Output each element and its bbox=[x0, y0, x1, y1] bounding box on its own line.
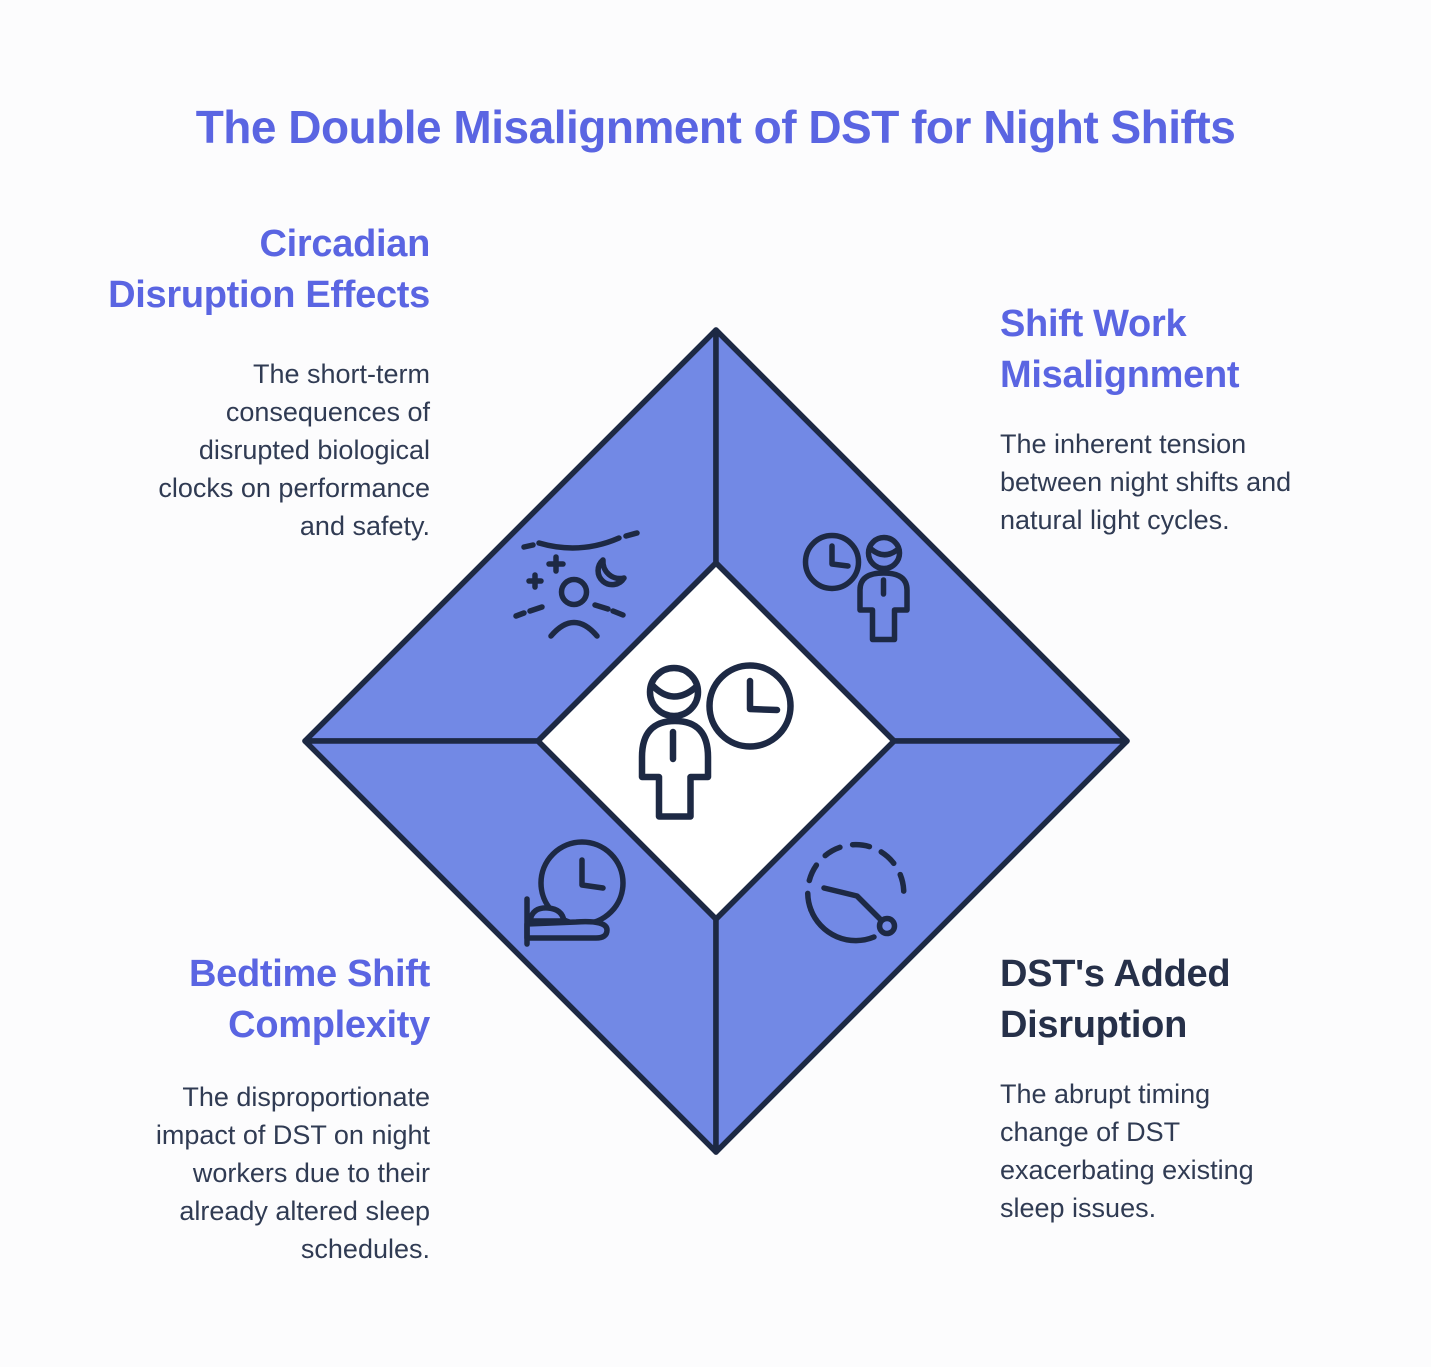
section-circadian-disruption: Circadian Disruption Effects The short-t… bbox=[30, 219, 430, 545]
section-heading: Bedtime Shift Complexity bbox=[188, 953, 430, 1046]
section-description: The short-term consequences of disrupted… bbox=[158, 359, 430, 541]
clock-and-worker-icon bbox=[802, 532, 910, 643]
section-heading: DST's Added Disruption bbox=[1000, 953, 1231, 1046]
section-bedtime-shift-complexity: Bedtime Shift Complexity The disproporti… bbox=[10, 949, 430, 1268]
worker-and-clock-icon bbox=[638, 662, 794, 820]
bed-with-clock-icon bbox=[524, 839, 626, 947]
diamond-svg bbox=[302, 327, 1130, 1155]
page-title: The Double Misalignment of DST for Night… bbox=[195, 101, 1236, 153]
section-description: The disproportionate impact of DST on ni… bbox=[155, 1082, 430, 1264]
section-shift-work-misalignment: Shift Work Misalignment The inherent ten… bbox=[1000, 299, 1400, 539]
section-dst-added-disruption: DST's Added Disruption The abrupt timing… bbox=[1000, 949, 1380, 1227]
section-heading: Circadian Disruption Effects bbox=[108, 223, 430, 316]
disrupted-clock-icon bbox=[804, 841, 907, 944]
section-description: The abrupt timing change of DST exacerba… bbox=[1000, 1079, 1254, 1223]
inner-diamond bbox=[535, 560, 897, 922]
section-description: The inherent tension between night shift… bbox=[1000, 429, 1292, 535]
sleepless-person-night-icon bbox=[513, 530, 640, 639]
section-heading: Shift Work Misalignment bbox=[1000, 303, 1240, 396]
diamond-diagram bbox=[296, 321, 1136, 1161]
